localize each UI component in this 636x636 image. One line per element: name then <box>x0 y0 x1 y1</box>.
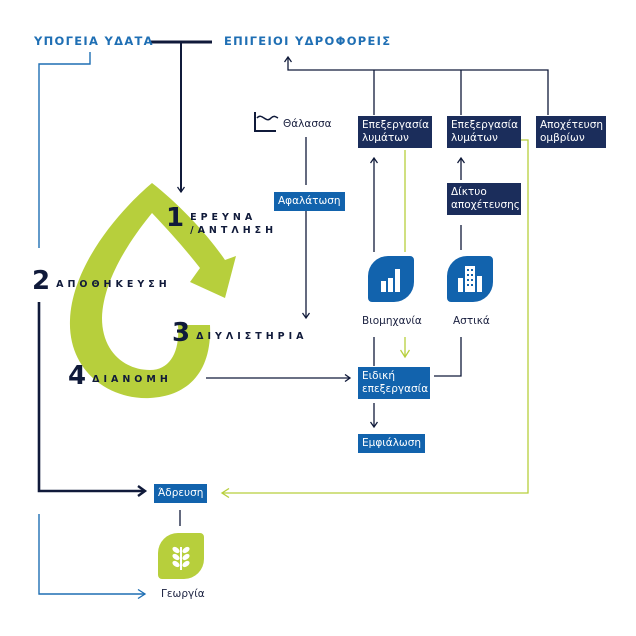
step-label-line2: /ΑΝΤΛΗΣΗ <box>190 225 278 236</box>
header-surface-water: ΕΠΙΓΕΙΟΙ ΥΔΡΟΦΟΡΕΙΣ <box>224 34 392 48</box>
industry-icon <box>368 256 414 302</box>
step-number: 2 <box>32 266 51 296</box>
sea-wave-icon <box>254 112 279 132</box>
header-groundwater: ΥΠΟΓΕΙΑ ΥΔΑΤΑ <box>34 34 154 48</box>
step-number: 3 <box>172 318 191 348</box>
step-4-distribution: 4 ΔΙΑΝΟΜΗ <box>68 363 172 389</box>
step-label: ΑΠΟΘΗΚΕΥΣΗ <box>56 279 171 290</box>
building-icon <box>447 256 493 302</box>
box-line: λυμάτων <box>451 132 498 144</box>
step-number: 4 <box>68 361 87 391</box>
step-label: ΔΙΑΝΟΜΗ <box>92 374 172 385</box>
wastewater-treatment-box-1: Επεξεργασία λυμάτων <box>358 116 432 148</box>
step-number: 1 <box>166 203 185 233</box>
step-3-refineries: 3 ΔΙΥΛΙΣΤΗΡΙΑ <box>172 320 308 346</box>
wheat-icon <box>158 533 204 579</box>
return-to-surface-line <box>288 57 549 115</box>
step-label: ΔΙΥΛΙΣΤΗΡΙΑ <box>196 331 308 342</box>
sewer-network-box: Δίκτυο αποχέτευσης <box>447 183 521 215</box>
special-treatment-box: Ειδική επεξεργασία <box>358 367 430 399</box>
box-line: Ειδική <box>362 370 396 382</box>
storage-to-irrigation-arrow <box>37 302 148 497</box>
box-line: Δίκτυο <box>451 186 487 198</box>
irrigation-box: Άδρευση <box>154 484 208 503</box>
desalination-box: Αφαλάτωση <box>274 192 345 211</box>
groundwater-line <box>38 52 91 248</box>
box-line: Αποχέτευση <box>540 119 604 131</box>
box-line: επεξεργασία <box>362 383 429 395</box>
step-label: ΕΡΕΥΝΑ <box>190 212 257 223</box>
agriculture-label: Γεωργία <box>161 588 205 600</box>
box-line: αποχέτευσης <box>451 199 520 211</box>
box-line: ομβρίων <box>540 132 585 144</box>
urban-label: Αστικά <box>453 315 490 327</box>
sea-label: Θάλασσα <box>283 118 332 130</box>
step-2-storage: 2 ΑΠΟΘΗΚΕΥΣΗ <box>32 268 171 294</box>
bottling-box: Εμφιάλωση <box>358 434 426 453</box>
box-line: λυμάτων <box>362 132 409 144</box>
water-cycle-drop-icon <box>69 183 236 399</box>
groundwater-to-agriculture-arrow <box>38 514 145 594</box>
stormwater-box: Αποχέτευση ομβρίων <box>536 116 606 148</box>
box-line: Επεξεργασία <box>451 119 519 131</box>
wastewater-treatment-box-2: Επεξεργασία λυμάτων <box>447 116 521 148</box>
box-line: Επεξεργασία <box>362 119 430 131</box>
step-1-pumping: 1 ΕΡΕΥΝΑ /ΑΝΤΛΗΣΗ <box>166 205 277 237</box>
industry-label: Βιομηχανία <box>362 315 422 327</box>
